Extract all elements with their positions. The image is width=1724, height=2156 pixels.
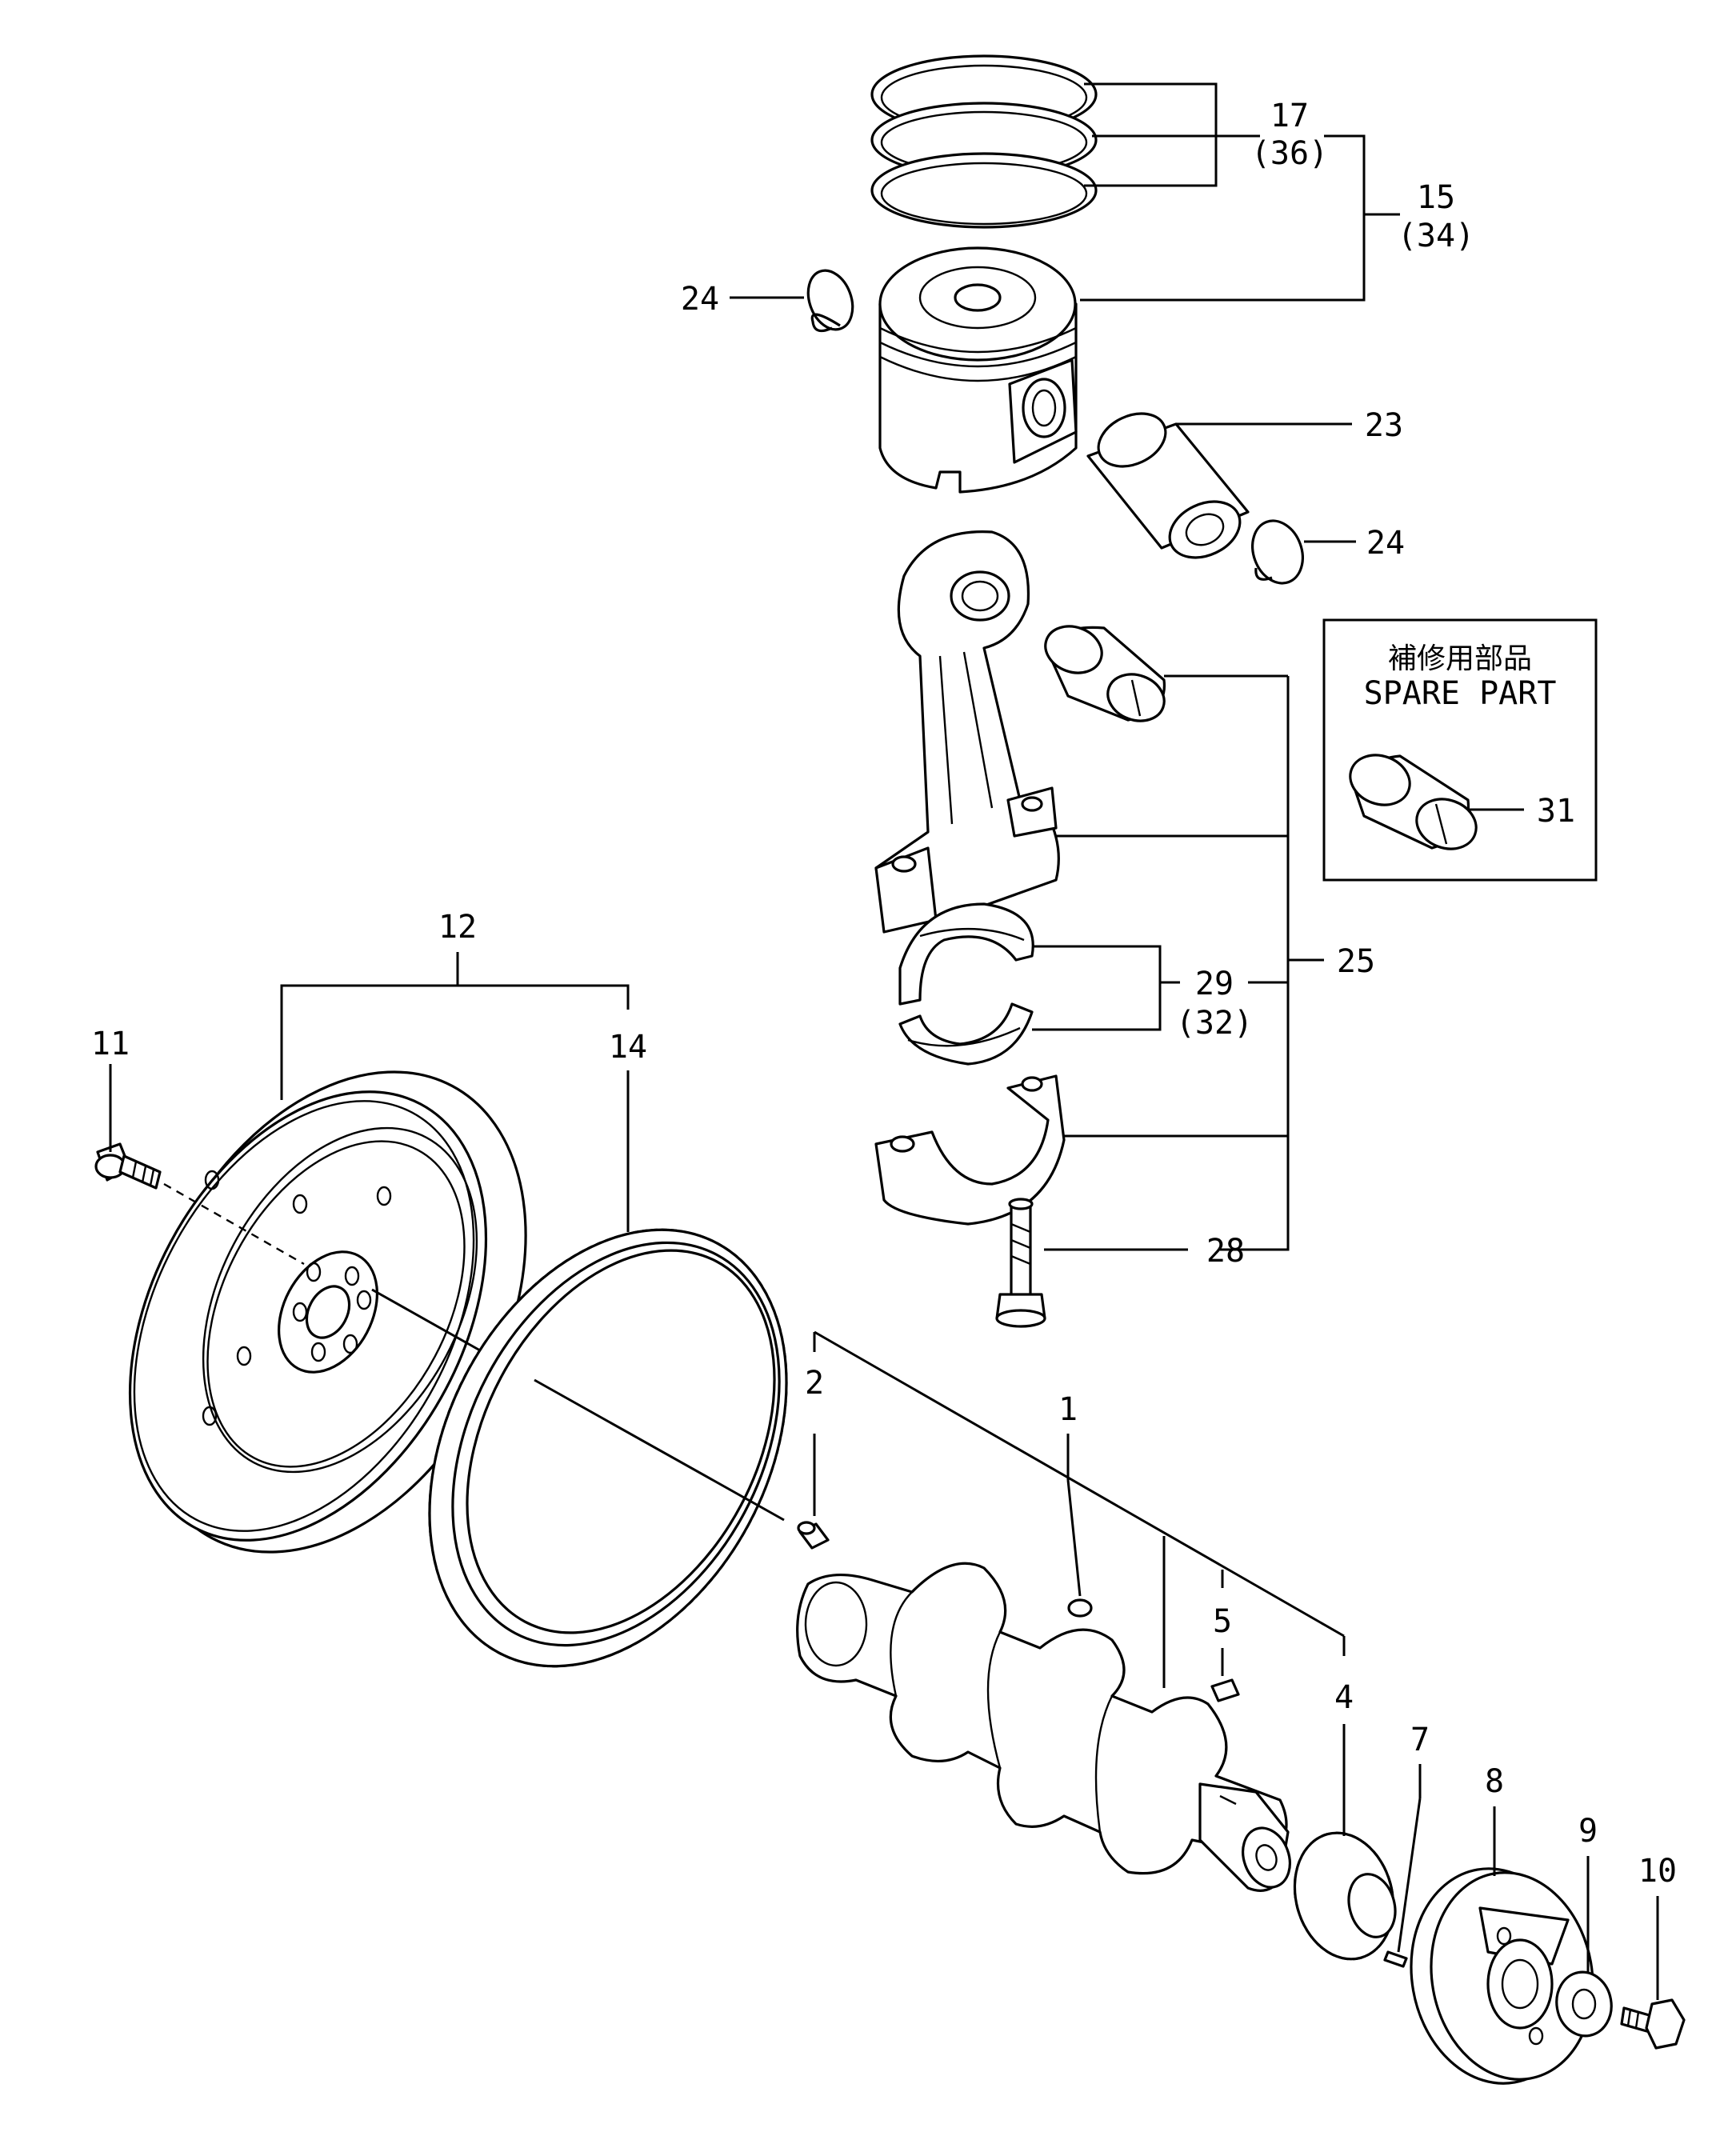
rod-cap-icon (874, 1074, 1066, 1226)
piston-icon (878, 246, 1078, 494)
crankshaft-icon (796, 1562, 1291, 1892)
ring-gear-icon (428, 1228, 788, 1668)
spare-part-box: 補修用部品 SPARE PART (1322, 618, 1598, 882)
callout-4: 4 (1334, 1679, 1354, 1716)
callout-25: 25 (1337, 943, 1375, 980)
snap-ring-icon (1251, 519, 1304, 585)
callout-8: 8 (1485, 1763, 1504, 1800)
callout-15-sub: (34) (1398, 218, 1474, 254)
callout-29-sub: (32) (1176, 1005, 1253, 1042)
callout-1: 1 (1058, 1391, 1078, 1428)
piston-pin-icon (1086, 412, 1250, 559)
callout-labels: 17 (36) 15 (34) 24 23 24 31 25 29 (32) 2… (91, 98, 1677, 1890)
callout-10: 10 (1638, 1853, 1677, 1890)
spare-part-title-jp: 補修用部品 (1388, 642, 1532, 675)
callout-29: 29 (1195, 966, 1234, 1002)
bolt-icon (1620, 1998, 1686, 2050)
bolt-icon (94, 1142, 162, 1190)
leader-lines (109, 82, 1659, 2000)
callout-24-right: 24 (1366, 525, 1405, 562)
pin-icon (1383, 1950, 1408, 1968)
spare-part-title-en: SPARE PART (1364, 675, 1557, 712)
dowel-pin-icon (797, 1521, 830, 1550)
callout-7: 7 (1410, 1722, 1430, 1758)
callout-31: 31 (1537, 793, 1575, 830)
callout-17: 17 (1270, 98, 1309, 134)
bushing-icon (1349, 754, 1478, 850)
callout-2: 2 (805, 1365, 824, 1402)
callout-14: 14 (609, 1029, 647, 1066)
callout-15: 15 (1417, 179, 1455, 216)
bolt-icon (995, 1198, 1046, 1328)
snap-ring-icon (806, 269, 854, 333)
callout-24-left: 24 (681, 281, 719, 318)
callout-11: 11 (91, 1026, 130, 1062)
callout-17-sub: (36) (1251, 135, 1328, 172)
connecting-rod-icon (874, 530, 1060, 934)
bearing-shell-icon (898, 1002, 1034, 1066)
key-icon (1210, 1678, 1240, 1702)
callout-12: 12 (438, 909, 477, 946)
bearing-shell-icon (898, 902, 1034, 1006)
callout-9: 9 (1578, 1813, 1598, 1850)
callout-23: 23 (1365, 407, 1403, 444)
gear-icon (1293, 1831, 1397, 1961)
piston-ring-icon (870, 54, 1098, 229)
bushing-icon (1044, 625, 1166, 722)
flywheel-icon (128, 1070, 527, 1554)
washer-icon (1555, 1970, 1613, 2038)
callout-28: 28 (1206, 1233, 1245, 1270)
callout-5: 5 (1213, 1603, 1232, 1640)
